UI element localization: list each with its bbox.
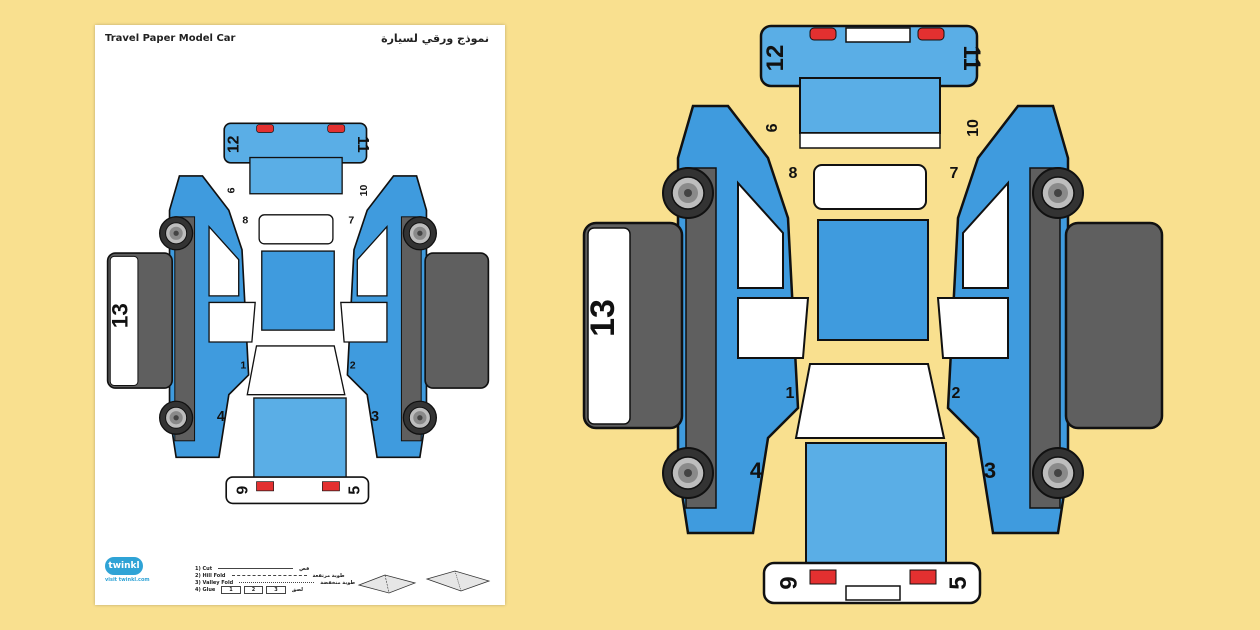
legend-row-hill-fold: 2) Hill Fold طوية مرتفعة [195,572,355,579]
number-2: 2 [952,385,961,402]
number-9: 9 [762,124,779,133]
wheel-icon [1032,447,1084,499]
legend-row-cut: 1) Cut قص [195,565,355,572]
legend-label: 4) Glue [195,586,216,593]
number-7: 7 [950,165,959,182]
center-strip [759,24,982,605]
number-1: 1 [786,385,795,402]
legend-label: 2) Hill Fold [195,572,226,579]
number-11: 11 [354,136,371,153]
legend-label-arabic: قص [299,565,310,572]
label-13-box [587,227,631,425]
wheel-icon [1032,167,1084,219]
wheel-icon [662,447,714,499]
number-4: 4 [750,458,763,483]
right-rear-door-window [962,180,1009,289]
number-13: 13 [107,303,132,328]
logo-url: visit twinkl.com [105,577,150,583]
legend-label: 1) Cut [195,565,213,572]
trunk-panel [799,77,941,134]
number-4: 4 [217,409,225,425]
number-13: 13 [584,299,622,337]
number-1: 1 [240,359,246,371]
bonnet-panel [805,442,947,574]
right-end-flap [1064,221,1164,430]
left-side-panel [662,104,810,535]
glue-box: 1 [221,585,241,594]
legend-line-cut [218,568,294,569]
number-12: 12 [762,45,789,72]
glue-box: 3 [266,585,286,594]
number-6: 6 [233,486,250,495]
twinkl-logo[interactable]: twinkl visit twinkl.com [105,557,150,583]
number-plate-rear [845,27,911,43]
headlight-left [809,569,837,585]
hill-fold-diagram [357,574,417,594]
rear-window [813,164,927,210]
car-net-large: 13 12 11 9 10 8 7 1 2 3 4 5 6 [582,24,1164,605]
number-8: 8 [242,214,248,226]
left-side-panel [158,175,256,459]
legend-line-valley [239,582,315,583]
fold-strip [799,132,941,149]
number-8: 8 [789,165,798,182]
legend-label-arabic: طوية مرتفعة [312,572,345,579]
fold-legend: 1) Cut قص 2) Hill Fold طوية مرتفعة 3) Va… [195,565,355,594]
left-rear-door-window [737,180,784,289]
logo-badge: twinkl [105,557,143,575]
glue-boxes: 1 2 3 [221,585,286,594]
valley-fold-diagram [425,570,491,592]
right-front-door-window [936,297,1009,359]
tail-light-left [809,27,837,41]
headlight-right [909,569,937,585]
windscreen [794,363,946,439]
number-6: 6 [774,576,801,589]
wheel-icon [158,216,194,251]
number-12: 12 [226,135,243,153]
number-3: 3 [371,409,379,425]
car-net-small: 13 12 11 1 2 3 4 5 6 9 10 8 7 [106,122,490,505]
legend-label-arabic: لصق [291,586,304,593]
right-side-panel [340,175,438,459]
number-7: 7 [348,214,354,226]
tail-light-right [917,27,945,41]
center-strip [223,122,370,505]
wheel-icon [402,216,438,251]
number-11: 11 [958,45,985,70]
number-5: 5 [346,486,363,495]
wheel-icon [402,400,438,435]
fold-diagram-illustrations [357,570,491,594]
legend-label: 3) Valley Fold [195,579,234,586]
legend-label-arabic: طوية منخفضة [320,579,356,586]
number-9: 9 [225,188,237,194]
number-10: 10 [358,184,370,196]
legend-row-glue: 4) Glue 1 2 3 لصق [195,585,355,594]
number-5: 5 [945,576,972,589]
number-plate-front [845,585,901,601]
legend-row-valley-fold: 3) Valley Fold طوية منخفضة [195,579,355,586]
roof-panel [817,219,929,341]
number-2: 2 [350,359,356,371]
number-10: 10 [965,119,982,137]
wheel-icon [662,167,714,219]
left-front-door-window [737,297,810,359]
glue-box: 2 [243,585,264,594]
wheel-icon [158,400,194,435]
right-side-panel [936,104,1084,535]
number-3: 3 [984,458,996,483]
legend-line-hill [231,575,307,576]
sheet-title: Travel Paper Model Car [105,33,236,44]
sheet-title-arabic: نموذج ورقي لسيارة [381,32,489,45]
